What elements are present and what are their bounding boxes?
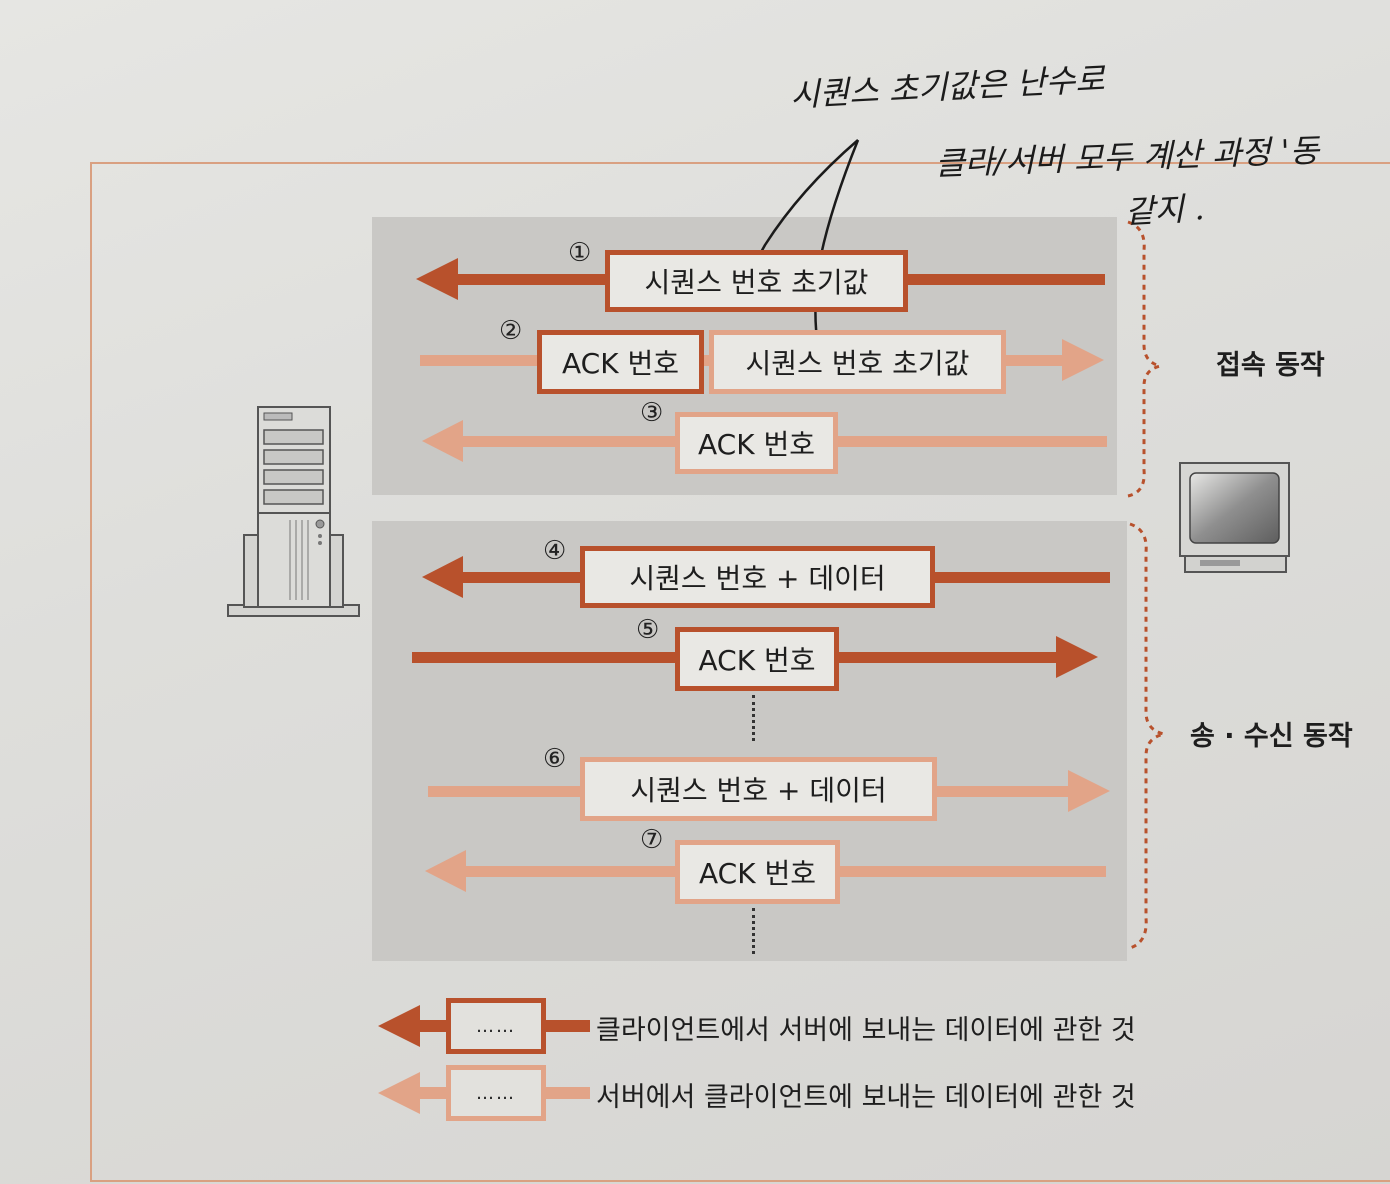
ack-box-step-7: ACK 번호 [675, 840, 840, 904]
connect-phase-label: 접속 동작 [1216, 350, 1325, 381]
step-number-2: ② [499, 316, 523, 346]
step-number-6: ⑥ [543, 744, 567, 774]
legend-box-server-to-client: …… [446, 1065, 546, 1121]
monitor-icon [1179, 462, 1290, 573]
ack-box-step-5: ACK 번호 [675, 627, 839, 691]
connect-phase-bracket [1127, 220, 1161, 498]
ack-box-step-2: ACK 번호 [537, 330, 704, 394]
transfer-phase-label: 송 · 수신 동작 [1190, 721, 1353, 752]
seq-data-box-step-4: 시퀀스 번호 + 데이터 [580, 546, 935, 608]
legend-box-client-to-server: …… [446, 998, 546, 1054]
step-number-7: ⑦ [640, 825, 664, 855]
step-number-5: ⑤ [636, 615, 660, 645]
continuation-dots-1 [752, 695, 759, 741]
handwritten-pointer-stroke-2 [814, 139, 860, 346]
legend-label-client-to-server: 클라이언트에서 서버에 보내는 데이터에 관한 것 [596, 1015, 1136, 1046]
transfer-phase-bracket [1129, 522, 1165, 950]
seq-initial-box-step-1: 시퀀스 번호 초기값 [605, 250, 908, 312]
seq-initial-box-step-2: 시퀀스 번호 초기값 [709, 330, 1006, 394]
step-number-4: ④ [543, 536, 567, 566]
handwritten-note-line-3: 같지 . [1124, 188, 1206, 232]
ack-box-step-3: ACK 번호 [675, 412, 838, 474]
seq-data-box-step-6: 시퀀스 번호 + 데이터 [580, 757, 937, 821]
legend-label-server-to-client: 서버에서 클라이언트에 보내는 데이터에 관한 것 [596, 1082, 1136, 1113]
step-number-1: ① [568, 238, 592, 268]
continuation-dots-2 [752, 908, 759, 954]
step-number-3: ③ [640, 398, 664, 428]
server-tower-icon [227, 406, 360, 617]
